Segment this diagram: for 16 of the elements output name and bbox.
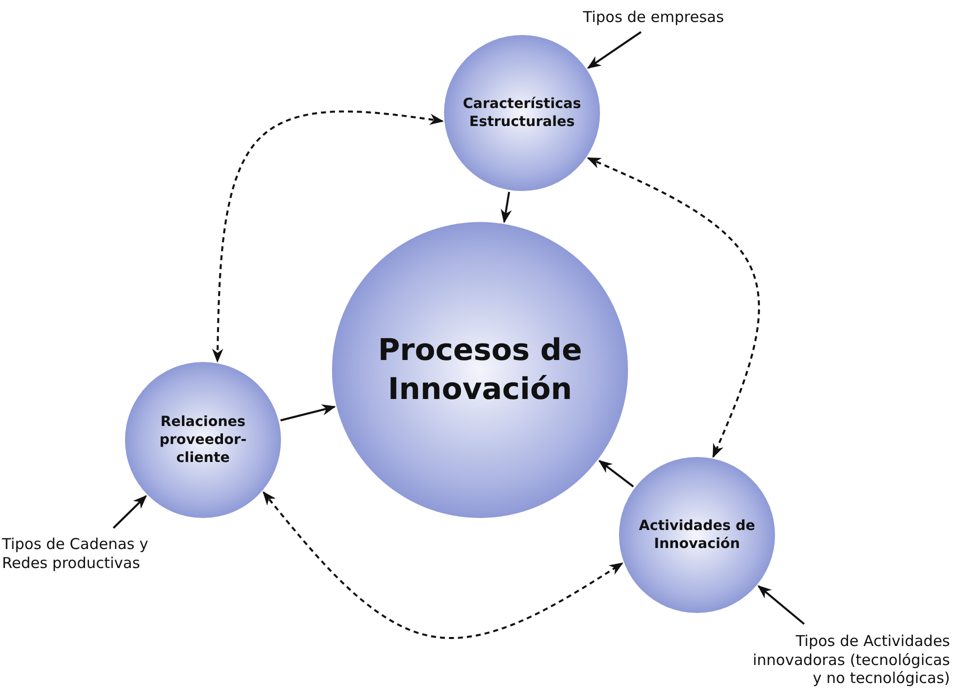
arrow bbox=[757, 585, 805, 625]
node-label: Características Estructurales bbox=[462, 94, 582, 132]
arrow bbox=[280, 404, 336, 422]
annotation-text: Tipos de empresas bbox=[583, 6, 743, 28]
node-label: Actividades de Innovación bbox=[638, 516, 756, 554]
node-label: Relaciones proveedor-cliente bbox=[158, 412, 248, 468]
annotation-text: Tipos de Actividades innovadoras (tecnológicas y no tecnológicas) bbox=[745, 628, 950, 692]
dashed-double-arrow bbox=[586, 157, 760, 458]
node-label: Procesos de Innovación bbox=[376, 332, 584, 409]
dashed-double-arrow bbox=[262, 491, 624, 639]
arrow bbox=[112, 495, 147, 529]
dashed-double-arrow bbox=[212, 110, 444, 363]
arrow bbox=[500, 192, 512, 224]
arrow bbox=[598, 460, 634, 488]
arrow bbox=[586, 31, 642, 69]
annotation-text: Tipos de Cadenas y Redes productivas bbox=[2, 532, 172, 576]
